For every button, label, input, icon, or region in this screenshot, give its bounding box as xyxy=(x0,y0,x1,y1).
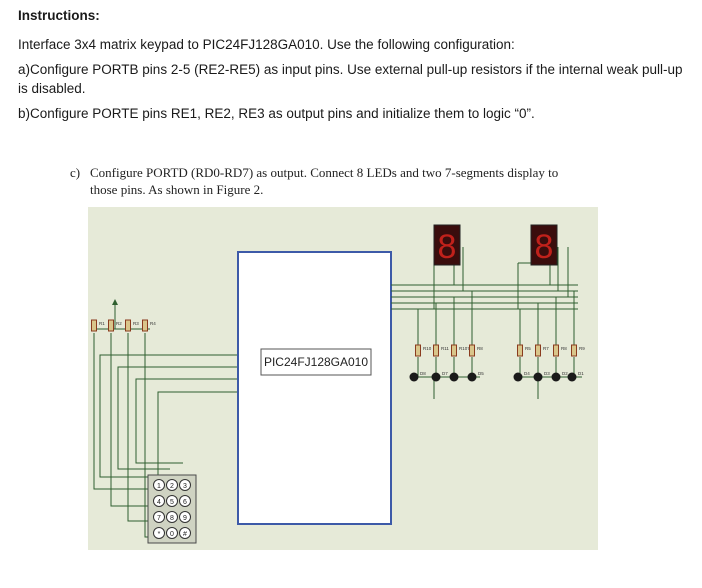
led xyxy=(449,372,459,382)
resistor: R7 xyxy=(535,344,549,357)
keypad-key: 6 xyxy=(179,495,191,507)
led: D7 xyxy=(431,371,448,382)
chip-label-box xyxy=(260,348,372,376)
resistor-label: R10 xyxy=(423,346,432,351)
keypad-key: 4 xyxy=(153,495,165,507)
item-c-block: c) Configure PORTD (RD0-RD7) as output. C… xyxy=(70,164,630,198)
keypad-key: 5 xyxy=(166,495,178,507)
led-label: D5 xyxy=(478,371,484,376)
keypad-key-label: 1 xyxy=(157,483,161,490)
resistor-label: R107 xyxy=(459,346,470,351)
resistor: R2 xyxy=(108,319,122,332)
resistor: R1 xyxy=(91,319,105,332)
intro-text: Interface 3x4 matrix keypad to PIC24FJ12… xyxy=(18,37,515,52)
keypad-key-label: 6 xyxy=(183,499,187,506)
keypad-key: 8 xyxy=(166,511,178,523)
keypad-key-label: 7 xyxy=(157,515,161,522)
led-label: D8 xyxy=(420,371,426,376)
circuit-figure: 1 2 3 4 5 6 7 8 9 * 0 # PIC24FJ128GA010 xyxy=(88,207,598,550)
keypad-key-label: 4 xyxy=(157,499,161,506)
resistor-label: R9 xyxy=(579,346,585,351)
keypad-key: * xyxy=(153,527,165,539)
seven-segment-display-1: 8 xyxy=(433,224,461,266)
led: D1 xyxy=(567,371,584,382)
item-a-text: a)Configure PORTB pins 2-5 (RE2-RE5) as … xyxy=(18,62,683,96)
keypad: 1 2 3 4 5 6 7 8 9 * 0 # xyxy=(147,474,197,544)
keypad-key: 1 xyxy=(153,479,165,491)
led-label: D3 xyxy=(544,371,550,376)
chip-body xyxy=(237,251,392,525)
keypad-key-label: 9 xyxy=(183,515,187,522)
resistor-label: R4 xyxy=(150,321,156,326)
keypad-key: 7 xyxy=(153,511,165,523)
led: D5 xyxy=(467,371,484,382)
resistor-label: R1 xyxy=(99,321,105,326)
seg-digit-2: 8 xyxy=(535,228,554,266)
resistor: R8 xyxy=(469,344,483,357)
resistor-label: R11 xyxy=(441,346,449,351)
led-label: D7 xyxy=(442,371,448,376)
resistor: R3 xyxy=(125,319,139,332)
resistor: R10 xyxy=(415,344,432,357)
resistor-label: R8 xyxy=(477,346,483,351)
instructions-heading: Instructions: xyxy=(18,8,100,23)
keypad-key-label: * xyxy=(158,531,161,538)
keypad-key: # xyxy=(179,527,191,539)
resistor-label: R5 xyxy=(525,346,531,351)
keypad-key-label: 0 xyxy=(170,531,174,538)
circuit-schematic: 1 2 3 4 5 6 7 8 9 * 0 # PIC24FJ128GA010 xyxy=(91,224,585,544)
seven-segment-display-2: 8 xyxy=(530,224,558,266)
resistor: R5 xyxy=(517,344,531,357)
led: D3 xyxy=(533,371,550,382)
led: D4 xyxy=(513,371,530,382)
resistor: R11 xyxy=(433,344,449,357)
item-c-line2: those pins. As shown in Figure 2. xyxy=(90,182,264,197)
resistor: R9 xyxy=(571,344,585,357)
keypad-key-label: 2 xyxy=(170,483,174,490)
resistor: R4 xyxy=(142,319,156,332)
instructions-block: Instructions: Interface 3x4 matrix keypa… xyxy=(18,8,688,129)
item-c-line1: Configure PORTD (RD0-RD7) as output. Con… xyxy=(90,165,559,180)
keypad-key: 0 xyxy=(166,527,178,539)
item-b-text: b)Configure PORTE pins RE1, RE2, RE3 as … xyxy=(18,106,535,121)
led-label: D4 xyxy=(524,371,530,376)
resistor-label: R7 xyxy=(543,346,549,351)
keypad-key: 9 xyxy=(179,511,191,523)
resistor: R107 xyxy=(451,344,470,357)
seg-digit-1: 8 xyxy=(438,228,457,266)
keypad-key: 3 xyxy=(179,479,191,491)
keypad-key-label: 3 xyxy=(183,483,187,490)
chip-label: PIC24FJ128GA010 xyxy=(264,355,368,369)
led-label: D1 xyxy=(578,371,584,376)
led: D8 xyxy=(409,371,426,382)
keypad-key-label: 8 xyxy=(170,515,174,522)
resistor-label: R3 xyxy=(133,321,139,326)
keypad-key-label: # xyxy=(183,531,187,538)
resistor-label: R8 xyxy=(561,346,567,351)
led-label: D2 xyxy=(562,371,568,376)
keypad-key: 2 xyxy=(166,479,178,491)
keypad-key-label: 5 xyxy=(170,499,174,506)
resistor: R8 xyxy=(553,344,567,357)
led: D2 xyxy=(551,371,568,382)
item-c-label: c) xyxy=(70,165,81,180)
resistor-label: R2 xyxy=(116,321,122,326)
